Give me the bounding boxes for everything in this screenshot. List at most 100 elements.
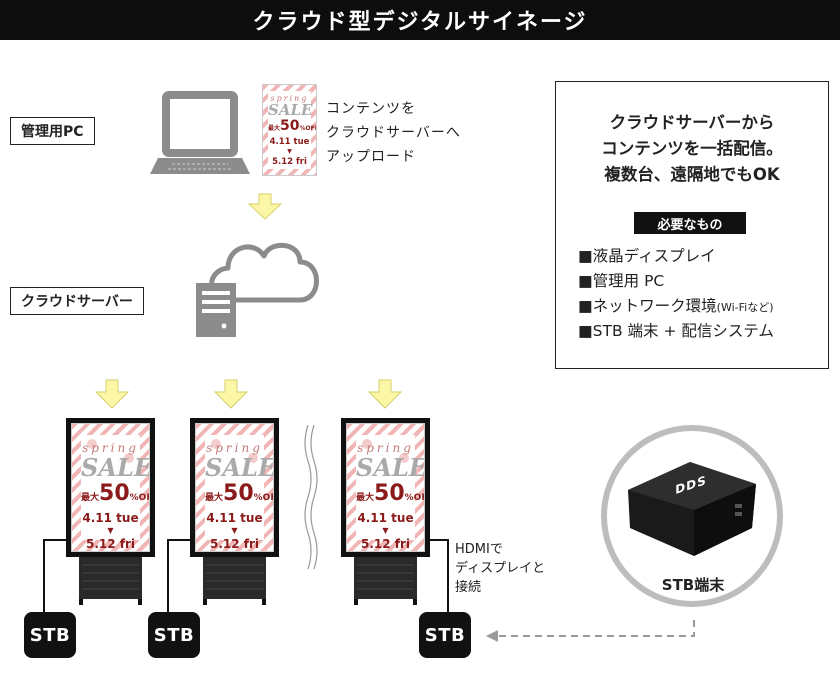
requirement-text: STB 端末 + 配信システム [592,322,774,340]
hdmi-cable [43,539,449,612]
poster-discount-value: 50 [223,481,254,506]
stb-device-illustration [601,425,783,607]
cloud-icon [209,242,319,303]
blossom-decoration [124,453,134,463]
poster-off: OFF [138,493,149,503]
requirement-text: 液晶ディスプレイ [592,247,716,265]
hdmi-note-line: 接続 [455,580,482,595]
display-screen-2: spring SALE 最大50%OFF 4.11 tue ▼ 5.12 fri [195,423,274,552]
content-poster-thumbnail: spring SALE 最大50%OFF 4.11 tue ▼ 5.12 fri [262,84,317,176]
hdmi-note-line: HDMIで [455,542,503,557]
poster-discount: 最大50%OFF [81,481,149,506]
admin-pc-label: 管理用PC [10,117,95,145]
down-arrow-icon [247,193,283,220]
down-arrow-icon [213,379,249,409]
display-screen-3: spring SALE 最大50%OFF 4.11 tue ▼ 5.12 fri [346,423,425,552]
bullet: ■ [578,272,593,290]
poster-off: OFF [262,493,273,503]
poster-spring: spring [206,441,263,455]
poster-percent: % [129,493,139,503]
info-headline-line: コンテンツを一括配信。 [601,139,783,158]
poster-discount-prefix: 最大 [356,493,375,503]
poster-percent: % [404,493,414,503]
poster-percent: % [253,493,263,503]
info-box: クラウドサーバーから コンテンツを一括配信。 複数台、遠隔地でもOK 必要なもの… [555,81,829,369]
poster-off: OFF [305,125,316,132]
poster-date-end: 5.12 fri [272,157,307,167]
stb-box-2: STB [148,612,200,658]
requirement-item: ■STB 端末 + 配信システム [578,319,774,344]
info-headline-line: 複数台、遠隔地でもOK [604,165,780,184]
blossom-decoration [399,453,409,463]
poster-discount: 最大50%OFF [205,481,273,506]
poster-sale: SALE [81,453,150,482]
poster-sale: SALE [205,453,274,482]
bullet: ■ [578,297,593,315]
poster-discount: 最大50%OFF [268,118,316,134]
poster-discount-value: 50 [280,118,300,134]
blossom-decoration [211,439,221,449]
poster-date-end: 5.12 fri [209,537,260,551]
poster-inner: spring SALE 最大50%OFF 4.11 tue ▼ 5.12 fri [268,91,316,169]
page-title: クラウド型デジタルサイネージ [0,0,840,40]
poster-arrow: ▼ [231,526,238,535]
hdmi-note-line: ディスプレイと [455,561,546,576]
upload-line: アップロード [326,149,416,165]
info-headline-line: クラウドサーバーから [609,113,775,132]
poster-date-end: 5.12 fri [85,537,136,551]
poster-discount-prefix: 最大 [268,125,281,132]
stb-box-3: STB [419,612,471,658]
info-headline: クラウドサーバーから コンテンツを一括配信。 複数台、遠隔地でもOK [556,110,828,188]
poster-date-end: 5.12 fri [360,537,411,551]
bullet: ■ [578,247,593,265]
upload-description: コンテンツを クラウドサーバーへ アップロード [326,97,461,169]
requirement-text: ネットワーク環境 [592,297,717,315]
requirements-label: 必要なもの [634,212,746,234]
poster-discount-value: 50 [99,481,130,506]
stb-box-1: STB [24,612,76,658]
down-arrow-icon [367,379,403,409]
poster-spring: spring [82,441,139,455]
upload-line: コンテンツを [326,101,416,117]
laptop-icon [150,91,250,174]
requirement-item: ■管理用 PC [578,269,774,294]
requirement-item: ■ネットワーク環境(Wi-Fiなど) [578,294,774,319]
poster-percent: % [299,125,306,132]
poster-arrow: ▼ [287,148,292,155]
requirement-item: ■液晶ディスプレイ [578,244,774,269]
poster-date-start: 4.11 tue [206,511,263,525]
poster-off: OFF [413,493,424,503]
poster-discount-value: 50 [374,481,405,506]
poster-spring: spring [270,94,309,103]
stb-caption: STB端末 [661,576,725,594]
hdmi-note: HDMIで ディスプレイと 接続 [455,540,545,597]
poster-spring: spring [357,441,414,455]
poster-date-start: 4.11 tue [82,511,139,525]
poster-discount-prefix: 最大 [81,493,100,503]
display-screen-1: spring SALE 最大50%OFF 4.11 tue ▼ 5.12 fri [71,423,150,552]
poster-inner: spring SALE 最大50%OFF 4.11 tue ▼ 5.12 fri [356,435,425,551]
requirement-text: 管理用 PC [592,272,665,290]
upload-line: クラウドサーバーへ [326,125,461,141]
server-icon [196,283,236,337]
poster-date-start: 4.11 tue [269,137,310,147]
poster-discount-prefix: 最大 [205,493,224,503]
poster-sale: SALE [268,101,313,119]
dashed-arrow-icon [486,620,695,642]
bullet: ■ [578,322,593,340]
poster-arrow: ▼ [382,526,389,535]
poster-inner: spring SALE 最大50%OFF 4.11 tue ▼ 5.12 fri [205,435,274,551]
blossom-decoration [87,439,97,449]
poster-arrow: ▼ [107,526,114,535]
poster-inner: spring SALE 最大50%OFF 4.11 tue ▼ 5.12 fri [81,435,150,551]
poster-date-start: 4.11 tue [357,511,414,525]
omission-wavy-lines [304,424,318,570]
blossom-decoration [248,453,258,463]
requirement-note: (Wi-Fiなど) [716,301,774,314]
poster-discount: 最大50%OFF [356,481,424,506]
blossom-decoration [362,439,372,449]
down-arrow-icon [94,379,130,409]
poster-sale: SALE [356,453,425,482]
cloud-server-label: クラウドサーバー [10,287,144,315]
